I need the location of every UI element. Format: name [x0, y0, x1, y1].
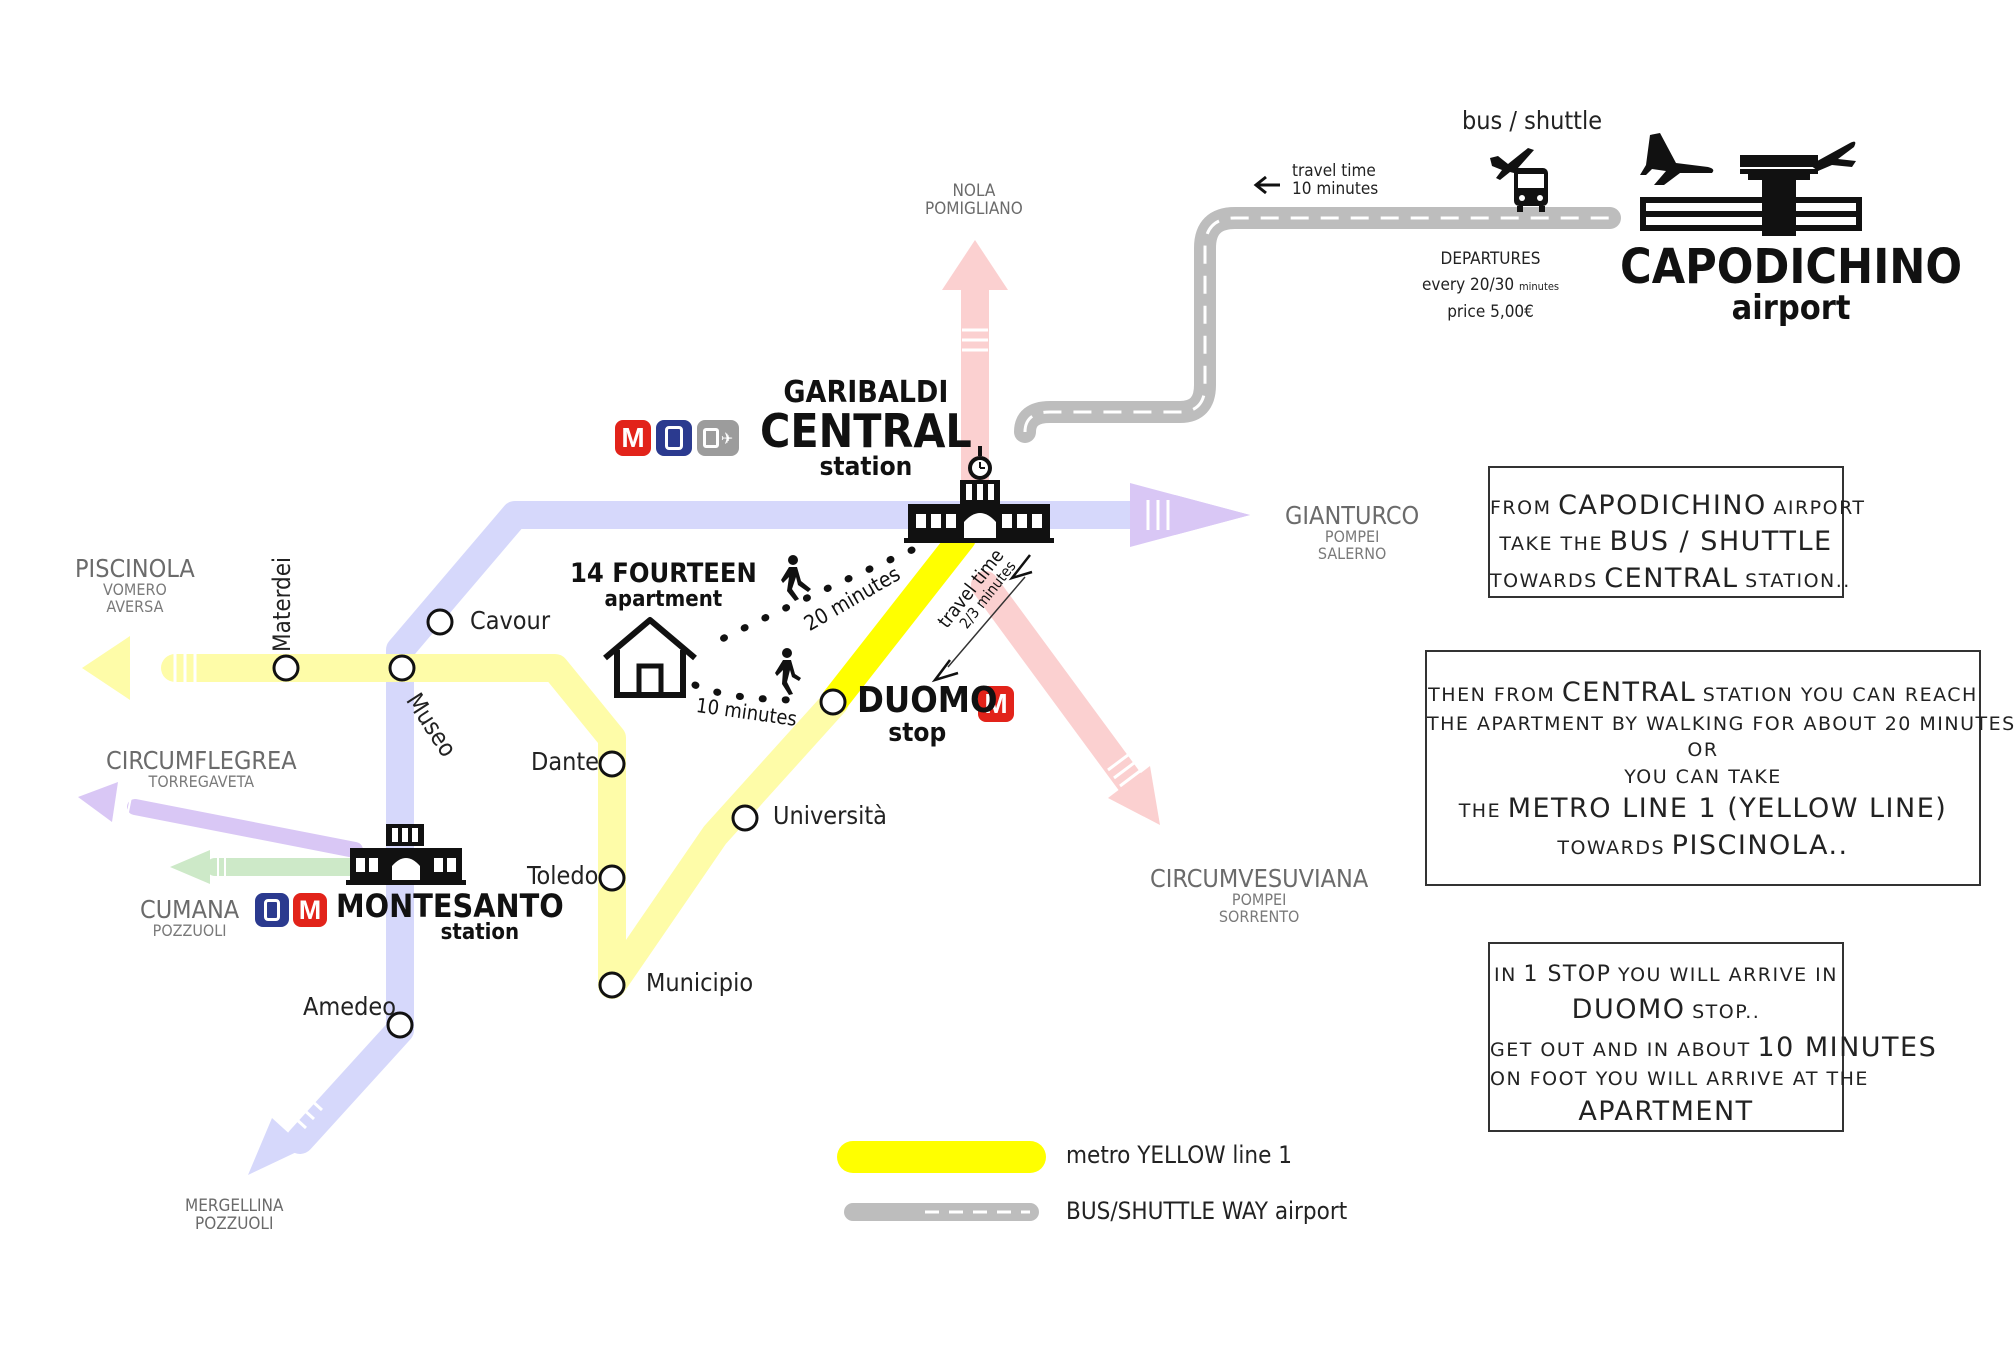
travel-arrow — [1253, 175, 1280, 195]
info-box-airport: FROM CAPODICHINO AIRPORT TAKE THE BUS / … — [1488, 466, 1864, 598]
dest-nola: NOLA POMIGLIANO — [925, 181, 1023, 219]
dest-mergellina: MERGELLINA POZZUOLI — [185, 1196, 284, 1234]
label-toledo: Toledo — [527, 861, 599, 890]
train-icon — [255, 893, 289, 927]
station-materdei[interactable] — [272, 654, 300, 682]
house-icon — [603, 617, 697, 698]
airport-departures: DEPARTURES every 20/30 minutes price 5,0… — [1422, 249, 1560, 322]
dest-circumflegrea: CIRCUMFLEGREA TORREGAVETA — [106, 746, 297, 792]
metro-icon: M — [615, 420, 651, 456]
walker-icon — [775, 648, 801, 695]
label-municipio: Municipio — [646, 968, 754, 997]
station-amedeo[interactable] — [386, 1011, 414, 1039]
bus-shuttle-label: bus / shuttle — [1462, 106, 1603, 135]
yellow-line-active — [821, 524, 976, 714]
circumflegrea-line — [78, 782, 363, 858]
bus-plane-icon: ✈ — [697, 420, 739, 456]
dest-cumana: CUMANA POZZUOLI — [140, 895, 240, 941]
airport-title: CAPODICHINO airport — [1620, 239, 1963, 328]
bus-icon — [1490, 148, 1548, 212]
airport-icon — [1640, 133, 1862, 236]
apartment-title: 14 FOURTEEN apartment — [570, 558, 757, 613]
label-cavour: Cavour — [470, 606, 551, 635]
label-dante: Dante — [531, 747, 600, 776]
dest-piscinola: PISCINOLA VOMERO AVERSA — [75, 554, 195, 617]
legend-bus-label: BUS/SHUTTLE WAY airport — [1066, 1197, 1348, 1225]
walk-paths — [691, 546, 916, 704]
circumvesuviana-line — [971, 571, 1160, 825]
station-cavour[interactable] — [426, 608, 454, 636]
duomo-title: DUOMO stop — [857, 680, 998, 748]
bus-road — [1014, 207, 1621, 443]
dest-circumvesuviana: CIRCUMVESUVIANA POMPEI SORRENTO — [1150, 864, 1369, 927]
station-building-icon — [346, 824, 466, 885]
train-icon — [656, 420, 692, 456]
montesanto-badges: M — [255, 893, 327, 927]
station-toledo[interactable] — [598, 864, 626, 892]
cumana-line — [170, 850, 369, 884]
station-museo[interactable] — [388, 654, 416, 682]
metro-travel-arrow — [931, 554, 1033, 683]
dest-gianturco: GIANTURCO POMPEI SALERNO — [1285, 501, 1420, 564]
station-municipio[interactable] — [598, 971, 626, 999]
station-dante[interactable] — [598, 750, 626, 778]
blue-line — [248, 483, 1250, 1175]
garibaldi-badges: M ✈ — [615, 420, 739, 456]
label-universita: Università — [773, 801, 887, 830]
label-materdei: Materdei — [268, 556, 296, 652]
station-building-icon — [904, 446, 1054, 543]
garibaldi-title: GARIBALDI CENTRAL station — [760, 375, 972, 482]
label-amedeo: Amedeo — [303, 992, 397, 1021]
duomo-metro-icon: M — [978, 686, 1014, 722]
station-universita[interactable] — [731, 804, 759, 832]
info-box-central: THEN FROM CENTRAL STATION YOU CAN REACH … — [1425, 650, 2014, 886]
airport-travel-time: travel time 10 minutes — [1292, 161, 1379, 199]
info-box-duomo: IN 1 STOP YOU WILL ARRIVE IN DUOMO STOP.… — [1488, 942, 1936, 1132]
metro-icon: M — [293, 893, 327, 927]
station-duomo[interactable] — [819, 688, 847, 716]
walker-icon — [781, 555, 811, 601]
montesanto-title: MONTESANTO station — [336, 887, 564, 945]
legend-yellow-label: metro YELLOW line 1 — [1066, 1141, 1292, 1169]
